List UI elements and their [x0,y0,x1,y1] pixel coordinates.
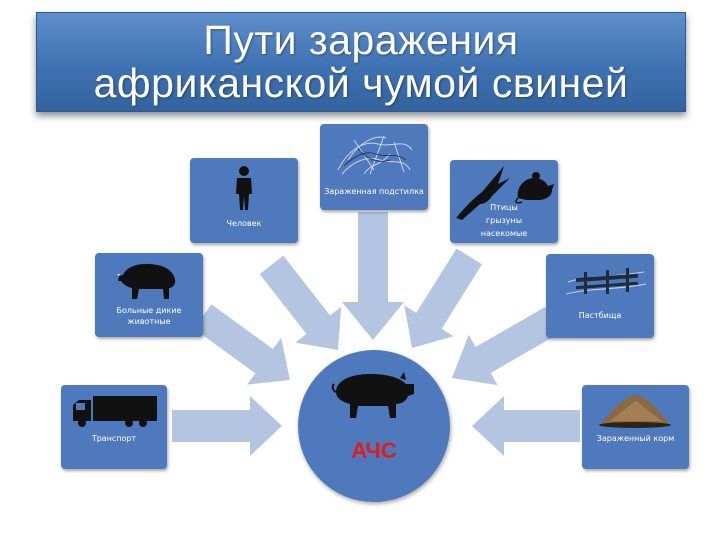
feed-pile-icon [599,395,671,428]
transport-label: Транспорт [91,434,137,443]
asf-label: АЧС [351,438,397,463]
bedding-box: Зараженная подстилка [320,124,428,210]
pasture-box: Пастбища [546,254,654,338]
birds-label: Птицы [490,203,518,212]
pig-icon [331,372,414,418]
wild-animals-label-2: животные [127,317,171,326]
arrow-transport [172,396,282,456]
human-box: Человек [190,158,298,243]
pasture-label: Пастбища [578,311,622,320]
birds-rodents-box: Птицы грызуны насекомые [450,160,558,243]
human-label: Человек [226,219,262,228]
wild-animals-label-1: Больные дикие [116,306,182,315]
title-line-2: африканской чумой свиней [93,60,629,106]
bird-icon [456,166,510,220]
rat-icon [515,172,554,204]
arrow-pasture [452,307,560,386]
bedding-label: Зараженная подстилка [324,187,424,196]
arrow-human [259,255,342,350]
wild-animals-box: Больные дикие животные [95,253,203,337]
title-line-1: Пути заражения [203,17,519,63]
title-banner: Пути заражения африканской чумой свиней [36,12,686,112]
feed-box: Зараженный корм [582,385,689,469]
arrow-wild-animals [193,304,290,385]
arrow-feed [472,396,580,456]
rodents-label: грызуны [485,216,523,225]
transport-box: Транспорт [61,385,167,469]
arrow-bedding [342,212,404,340]
pasture-fence-icon [566,268,646,295]
boar-icon [117,263,176,299]
truck-icon [73,396,157,427]
asf-center-circle: АЧС [298,350,450,502]
straw-bedding-icon [337,135,413,175]
person-icon [236,166,252,210]
insects-label: насекомые [480,229,528,238]
feed-label: Зараженный корм [596,434,675,443]
arrow-birds [404,248,482,348]
